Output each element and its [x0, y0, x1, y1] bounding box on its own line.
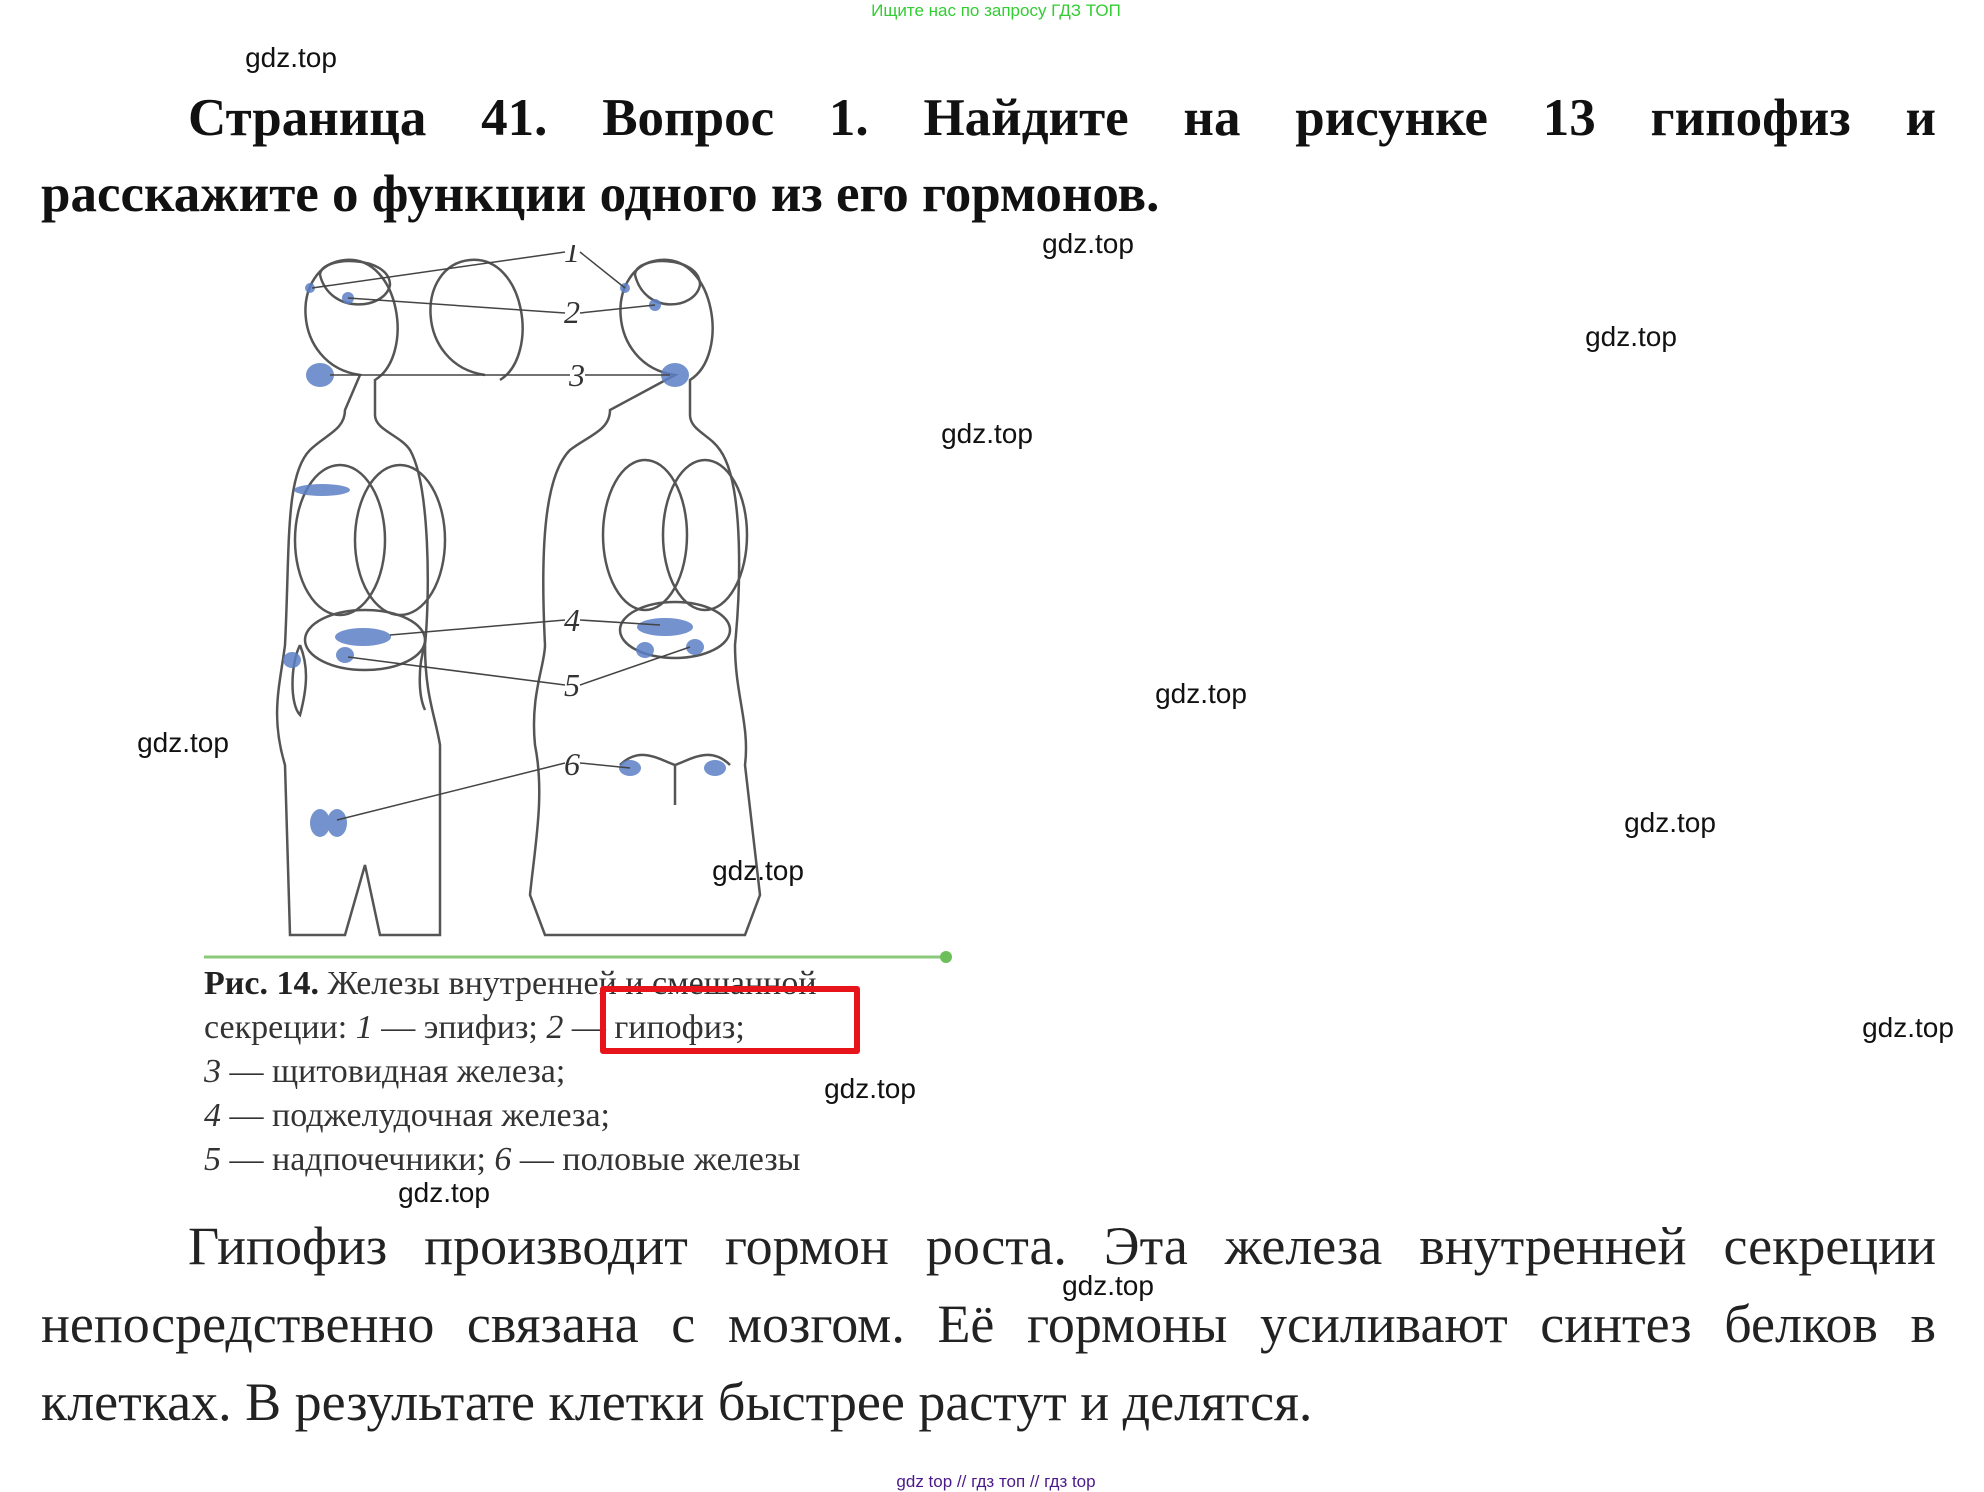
caption-text: — половые железы	[511, 1141, 801, 1178]
caption-num: 1	[355, 1009, 373, 1046]
watermark: gdz.top	[1042, 228, 1134, 259]
caption-num: 6	[494, 1141, 512, 1178]
watermark: gdz.top	[137, 727, 229, 758]
watermark: gdz.top	[1585, 321, 1677, 352]
answer-text: Гипофиз производит гормон роста. Эта жел…	[41, 1207, 1936, 1441]
label-6: 6	[564, 746, 580, 782]
watermark: gdz.top	[1624, 807, 1716, 838]
caption-text: секреции:	[204, 1009, 356, 1046]
caption-text: — щитовидная железа;	[221, 1053, 566, 1090]
figure-caption: Рис. 14. Железы внутренней и смешанной с…	[204, 962, 817, 1182]
highlight-box	[600, 986, 860, 1054]
caption-text: Железы внутренней и смешанной	[318, 965, 817, 1002]
caption-num: 4	[204, 1097, 221, 1134]
caption-text: — эпифиз;	[372, 1009, 547, 1046]
label-4: 4	[564, 602, 580, 638]
watermark: gdz.top	[1155, 678, 1247, 709]
watermark: gdz.top	[398, 1177, 490, 1208]
endocrine-glands-figure: 1 2 3 4 5 6	[204, 245, 952, 963]
label-3: 3	[568, 357, 585, 393]
caption-title: Рис. 14.	[204, 965, 319, 1002]
watermark: gdz.top	[712, 855, 804, 886]
heading-line-2: расскажите о функции одного из его гормо…	[41, 165, 1160, 223]
watermark: gdz.top	[1062, 1270, 1154, 1301]
label-5: 5	[564, 667, 580, 703]
answer-paragraph: Гипофиз производит гормон роста. Эта жел…	[41, 1216, 1936, 1432]
label-1: 1	[564, 245, 580, 269]
caption-num: 3	[204, 1053, 221, 1090]
watermark: gdz.top	[1862, 1012, 1954, 1043]
caption-num: 5	[204, 1141, 221, 1178]
heading-line-1: Страница 41. Вопрос 1. Найдите на рисунк…	[188, 89, 1936, 147]
caption-text: — надпочечники;	[221, 1141, 495, 1178]
watermark: gdz.top	[824, 1073, 916, 1104]
label-2: 2	[564, 294, 580, 330]
watermark: gdz.top	[941, 418, 1033, 449]
footer-links[interactable]: gdz top // гдз топ // гдз top	[896, 1472, 1096, 1491]
watermark: gdz.top	[245, 42, 337, 73]
caption-num: 2	[546, 1009, 564, 1046]
caption-text: — поджелудочная железа;	[221, 1097, 611, 1134]
search-hint: Ищите нас по запросу ГДЗ ТОП	[871, 1, 1121, 20]
question-heading: Страница 41. Вопрос 1. Найдите на рисунк…	[41, 80, 1936, 232]
